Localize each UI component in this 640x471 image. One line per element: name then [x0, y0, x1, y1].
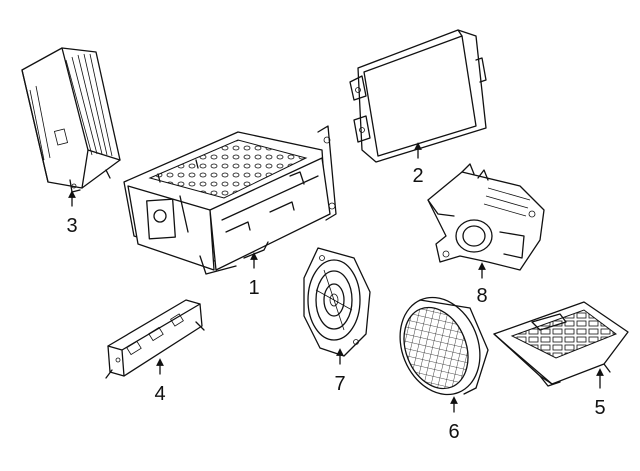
part-3-amplifier-module: [21, 47, 121, 193]
callout-7: 7: [334, 373, 345, 395]
callout-2: 2: [412, 165, 423, 187]
callout-1: 1: [248, 277, 259, 299]
callout-5: 5: [594, 397, 605, 419]
part-8-speaker-bracket: [427, 163, 545, 271]
part-4-usb-module: [105, 299, 205, 379]
callout-3: 3: [66, 215, 77, 237]
part-5-control-panel: [493, 301, 629, 387]
callout-8: 8: [476, 285, 487, 307]
part-6-speaker-grille: [399, 296, 489, 396]
part-7-speaker: [303, 247, 371, 357]
part-1-radio-chassis: [123, 125, 337, 275]
callout-4: 4: [154, 383, 165, 405]
leader-lines: [68, 142, 604, 413]
part-2-display-screen: [349, 29, 487, 163]
callout-labels: 1 2 3 4 5 6 7 8: [66, 165, 605, 443]
callout-6: 6: [448, 421, 459, 443]
